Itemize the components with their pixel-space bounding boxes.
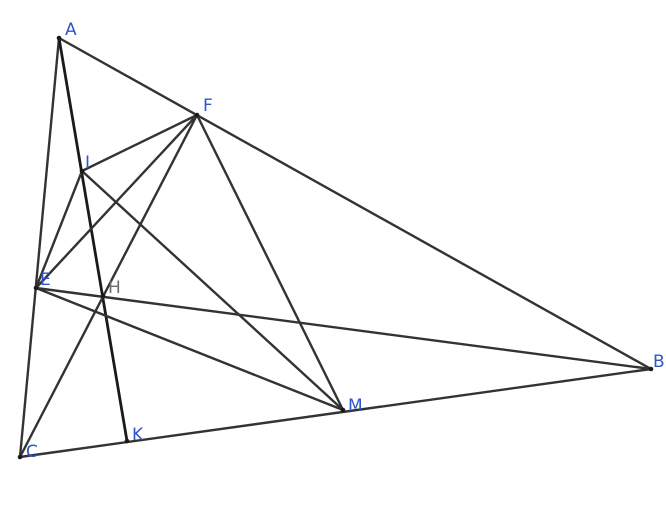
segment-fm xyxy=(195,113,345,412)
segment-im xyxy=(80,169,345,412)
segment-eb xyxy=(34,286,653,371)
point-label-e: E xyxy=(40,270,51,290)
segment-ab xyxy=(57,36,653,371)
segment-cf xyxy=(18,113,199,459)
point-c xyxy=(17,454,23,460)
segment-fi xyxy=(80,113,199,173)
point-label-c: C xyxy=(26,442,38,462)
point-e xyxy=(33,285,39,291)
point-label-f: F xyxy=(203,96,213,116)
segment-ie xyxy=(34,169,84,290)
point-label-m: M xyxy=(348,396,363,416)
points-layer xyxy=(17,35,654,460)
point-a xyxy=(56,35,62,41)
point-i xyxy=(79,168,85,174)
segment-em xyxy=(34,286,345,412)
point-b xyxy=(648,366,654,372)
segments-layer xyxy=(18,36,653,459)
point-label-b: B xyxy=(653,352,665,372)
point-m xyxy=(340,407,346,413)
point-f xyxy=(194,112,200,118)
point-label-i: I xyxy=(85,153,90,173)
point-label-h: H xyxy=(108,278,121,298)
segment-cb xyxy=(18,367,653,459)
point-label-k: K xyxy=(132,425,144,445)
point-label-a: A xyxy=(65,20,77,40)
point-h xyxy=(100,293,106,299)
segment-ac xyxy=(18,36,61,459)
segment-ak xyxy=(57,36,129,443)
point-k xyxy=(124,438,130,444)
labels-layer: A F I E H B M C K xyxy=(26,20,665,462)
